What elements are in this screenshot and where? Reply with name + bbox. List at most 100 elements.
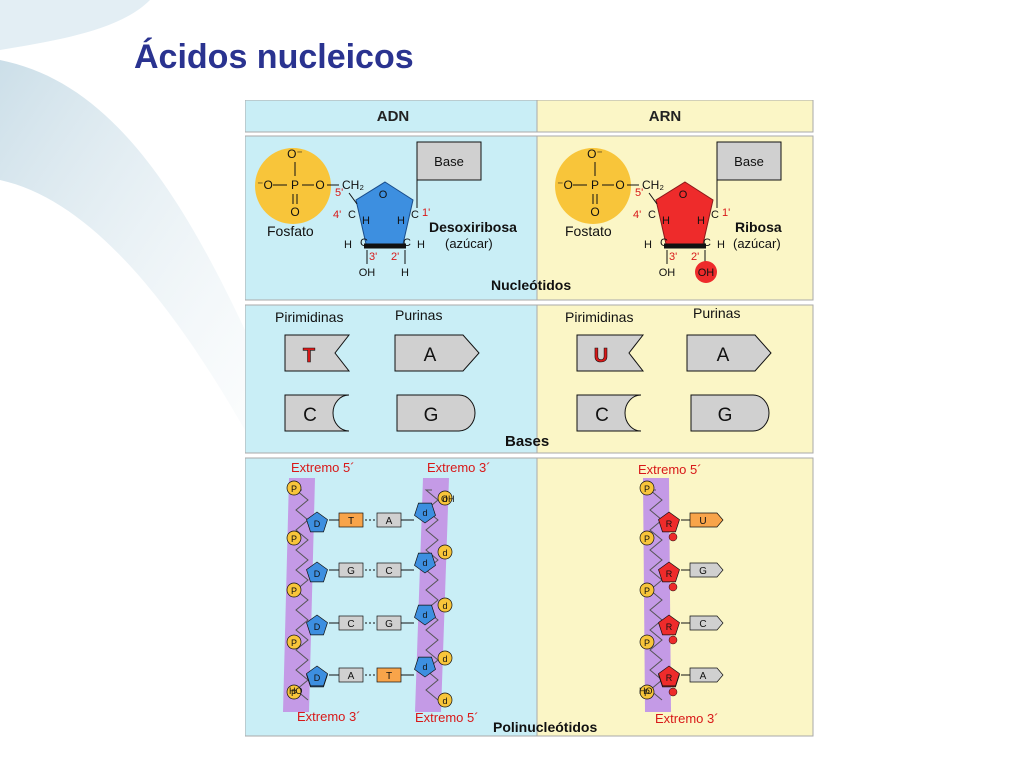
rna-phosphate: [639, 684, 655, 700]
dna-right-bottom-end-label: Extremo 5´: [415, 710, 479, 725]
rna-base-u: U: [594, 345, 608, 367]
header-rna-bg: [536, 100, 814, 133]
dna-left-bottom-end-label: Extremo 3´: [297, 709, 361, 724]
ring-h4-lower: H: [344, 239, 352, 251]
dna-left-terminal: HO: [289, 686, 303, 696]
rna-phosphate-symbol: P: [644, 688, 650, 698]
ring-c1: C: [411, 209, 419, 221]
dna-right-phosphate-symbol: d: [442, 601, 447, 611]
rna-base-a-shape: [686, 334, 772, 372]
dna-right-phosphate-symbol: d: [442, 494, 447, 504]
dna-right-sugar: [414, 502, 436, 524]
ring-h4-lower: H: [644, 239, 652, 251]
dna-left-phosphate-symbol: P: [291, 586, 297, 596]
rna-base-g-shape: [690, 394, 770, 432]
dna-c2-h: H: [401, 267, 409, 279]
ring-h1-lower: H: [417, 239, 425, 251]
rna-base-letter: C: [699, 619, 706, 630]
dna-sugar-label: Desoxiribosa: [429, 219, 517, 235]
dna-base-t-shape: [284, 334, 351, 372]
rna-base-c: C: [595, 405, 609, 426]
dna-pyrimidines-label: Pirimidinas: [275, 309, 343, 325]
rna-phosphate: [639, 530, 655, 546]
header-dna: ADN: [377, 108, 410, 125]
dna-nucleotide: O⁻ ⁻O P O O CH₂ Fosfato O 5' 4' C H H C …: [255, 141, 517, 279]
dna-left-base-letter: C: [347, 619, 354, 630]
dna-right-base-letter: G: [385, 619, 393, 630]
rna-sugar-note: (azúcar): [733, 236, 781, 251]
rna-base: [689, 562, 724, 578]
rna-purines-label: Purinas: [693, 305, 740, 321]
dna-left-phosphate-symbol: P: [291, 688, 297, 698]
rna-c3-oh: OH: [659, 267, 676, 279]
rna-base-letter: A: [700, 671, 707, 682]
rna-2prime-oh-dot: [668, 635, 678, 645]
dna-left-sugar: [306, 614, 328, 636]
dna-right-sugar-symbol: d: [422, 662, 427, 672]
phosphate-o-right: O: [315, 178, 324, 192]
dna-purines-label: Purinas: [395, 307, 442, 323]
ring-5-prime: 5': [635, 187, 643, 199]
dna-left-phosphate: [286, 582, 302, 598]
dna-right-base-letter: C: [385, 566, 392, 577]
phosphate-o-bottom: O: [290, 205, 299, 219]
bases-section-label: Bases: [505, 433, 549, 450]
ring-h4: H: [362, 215, 370, 227]
dna-base-box: [416, 141, 482, 181]
rna-base-letter: G: [699, 566, 707, 577]
ring-h1-lower: H: [717, 239, 725, 251]
dna-left-base-letter: T: [348, 516, 354, 527]
phosphate-o-top: O⁻: [287, 147, 303, 161]
rna-sugar-symbol: R: [666, 673, 673, 683]
dna-right-phosphate: [437, 597, 453, 613]
ring-c2: C: [703, 237, 711, 249]
ring-c4: C: [348, 209, 356, 221]
ch2-label: CH₂: [642, 178, 664, 192]
rna-phosphate-circle: [555, 148, 631, 224]
rna-phosphate: [639, 634, 655, 650]
ring-c1: C: [711, 209, 719, 221]
dna-left-phosphate: [286, 480, 302, 496]
rna-bases: Pirimidinas Purinas U A C G: [565, 305, 772, 432]
dna-right-sugar-symbol: d: [422, 610, 427, 620]
dna-base-g-shape: [396, 394, 476, 432]
dna-left-phosphate-symbol: P: [291, 534, 297, 544]
ring-h1: H: [397, 215, 405, 227]
dna-right-sugar-symbol: d: [422, 508, 427, 518]
rna-base: [689, 615, 724, 631]
dna-base-c: C: [303, 405, 317, 426]
dna-left-sugar: [306, 665, 328, 687]
ring-c2: C: [403, 237, 411, 249]
polynucleotides-section: [245, 457, 814, 737]
ring-c3: C: [360, 237, 368, 249]
phosphate-o-bottom: O: [590, 205, 599, 219]
dna-left-base-letter: A: [348, 671, 355, 682]
dna-left-sugar-symbol: D: [314, 622, 321, 632]
rna-2prime-oh-highlight: [695, 261, 717, 283]
dna-left-sugar-symbol: D: [314, 569, 321, 579]
phosphate-p: P: [291, 178, 299, 192]
rna-sugar: [658, 561, 680, 583]
rna-terminal: HO: [639, 686, 653, 696]
ring-1-prime: 1': [422, 207, 430, 219]
ring-h4: H: [662, 215, 670, 227]
dna-left-sugar-symbol: D: [314, 673, 321, 683]
dna-right-phosphate-symbol: d: [442, 654, 447, 664]
dna-left-phosphate: [286, 634, 302, 650]
rna-2prime-oh-dot: [668, 532, 678, 542]
dna-right-phosphate-symbol: d: [442, 696, 447, 706]
dna-base-t: T: [303, 345, 315, 367]
dna-left-phosphate: [286, 530, 302, 546]
dna-right-sugar: [414, 604, 436, 626]
rna-phosphate-symbol: P: [644, 638, 650, 648]
nucleotides-section-label: Nucleótidos: [491, 277, 571, 293]
dna-base-a: A: [424, 345, 437, 366]
rna-base-a: A: [717, 345, 730, 366]
ring-o: O: [679, 189, 688, 201]
dna-base-label: Base: [434, 154, 464, 169]
dna-phosphate-label: Fosfato: [267, 223, 314, 239]
dna-left-sugar: [306, 561, 328, 583]
rna-sugar-label: Ribosa: [735, 219, 782, 235]
slide-title: Ácidos nucleicos: [134, 38, 414, 76]
ring-c4: C: [648, 209, 656, 221]
